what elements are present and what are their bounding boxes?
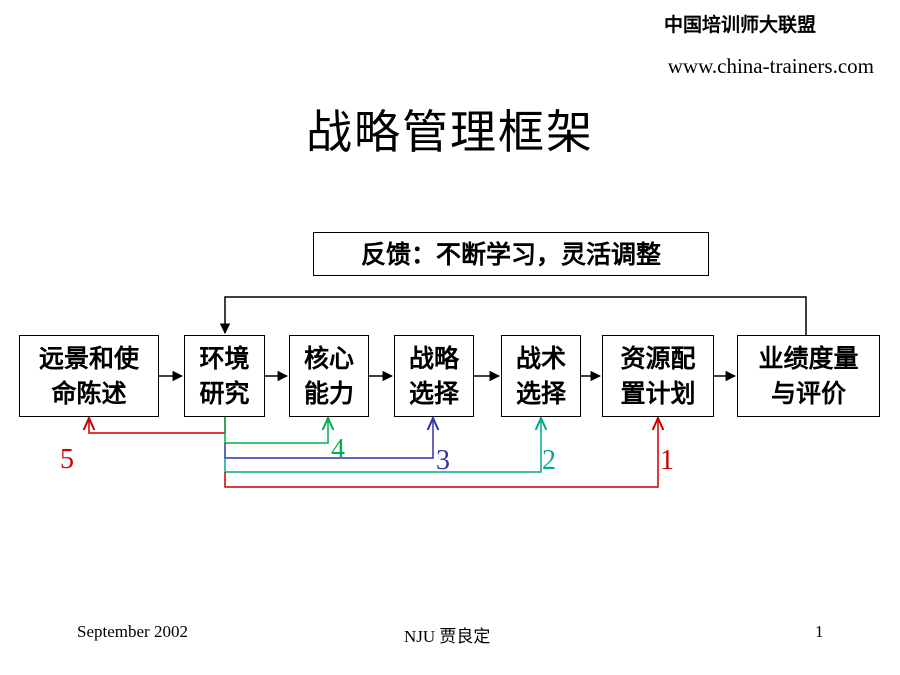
box-strategy-choice: 战略 选择	[394, 335, 474, 417]
link-1-line	[224, 418, 658, 488]
link-5-line	[89, 417, 226, 434]
link-2-number: 2	[542, 445, 556, 476]
link-4-number: 4	[331, 434, 345, 465]
feedback-box: 反馈：不断学习，灵活调整	[313, 232, 709, 276]
link-2-line	[224, 418, 541, 473]
feedback-loop-line	[219, 296, 807, 335]
box-performance-evaluation: 业绩度量 与评价	[737, 335, 880, 417]
link-3-number: 3	[436, 445, 450, 476]
box-vision-mission: 远景和使 命陈述	[19, 335, 159, 417]
box-core-competence: 核心 能力	[289, 335, 369, 417]
box-tactic-choice: 战术 选择	[501, 335, 581, 417]
website-url: www.china-trainers.com	[667, 54, 874, 78]
footer-author: NJU 贾良定	[404, 627, 491, 646]
org-name: 中国培训师大联盟	[663, 14, 816, 36]
page-title: 战略管理框架	[306, 105, 594, 159]
footer-date: September 2002	[77, 622, 188, 641]
link-1-number: 1	[660, 445, 674, 476]
box-environment-research: 环境 研究	[184, 335, 265, 417]
link-5-number: 5	[60, 444, 74, 475]
link-4-line	[224, 417, 328, 444]
box-resource-plan: 资源配 置计划	[602, 335, 714, 417]
link-3-line	[224, 418, 433, 459]
page-number: 1	[815, 622, 824, 641]
